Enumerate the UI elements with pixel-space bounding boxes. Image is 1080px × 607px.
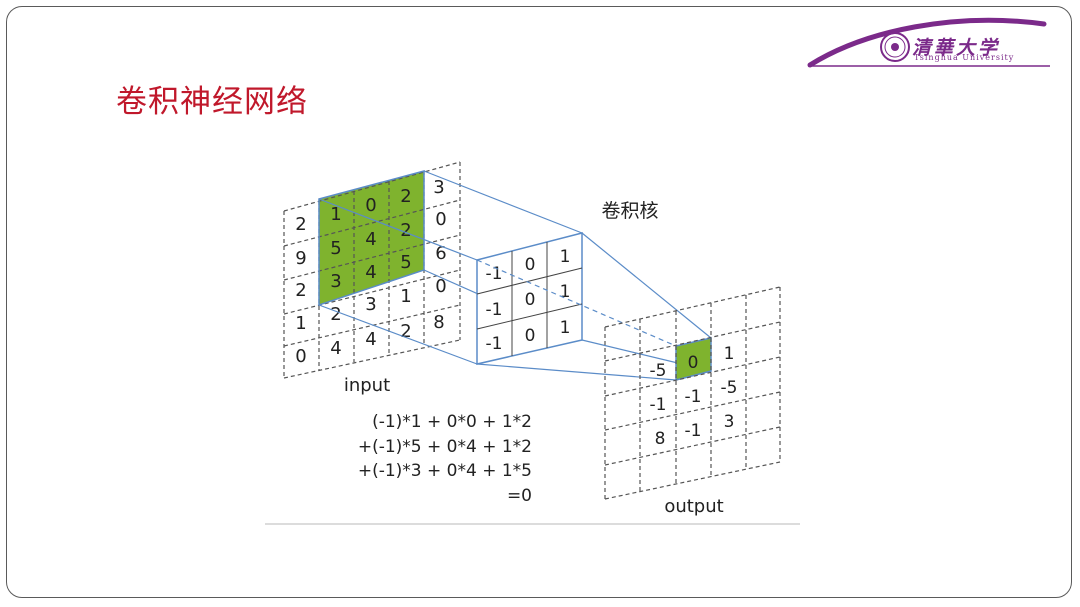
input-cell: 0 bbox=[435, 209, 446, 230]
output-cell: 3 bbox=[724, 412, 735, 432]
kernel-cell: 0 bbox=[525, 255, 536, 275]
input-cell: 5 bbox=[400, 252, 411, 273]
output-cell: 8 bbox=[655, 429, 666, 449]
output-cell: -5 bbox=[650, 361, 667, 381]
logo-chinese-name: 清華大学 bbox=[912, 37, 1001, 59]
kernel-cell: 0 bbox=[525, 290, 536, 310]
formula-line: +(-1)*3 + 0*4 + 1*5 bbox=[357, 461, 532, 481]
input-cell: 1 bbox=[295, 313, 306, 334]
input-cell: 4 bbox=[365, 329, 376, 350]
input-cell: 5 bbox=[330, 238, 341, 259]
kernel-cell: 1 bbox=[560, 282, 571, 302]
logo-english-name: Tsinghua University bbox=[914, 53, 1015, 62]
output-grid: -5 0 1 -1 -1 -5 8 -1 3 output bbox=[604, 286, 781, 517]
input-cell: 1 bbox=[400, 286, 411, 307]
input-grid: 3 2 1 0 2 0 9 5 4 2 6 2 3 4 5 0 1 2 3 1 … bbox=[283, 161, 461, 396]
output-cell: -1 bbox=[650, 395, 667, 415]
input-cell: 3 bbox=[365, 294, 376, 315]
formula-line: (-1)*1 + 0*0 + 1*2 bbox=[372, 412, 532, 432]
kernel-cell: -1 bbox=[486, 264, 503, 284]
input-cell: 0 bbox=[365, 195, 376, 216]
input-cell: 2 bbox=[330, 304, 341, 325]
input-cell: 3 bbox=[330, 271, 341, 292]
input-cell: 3 bbox=[433, 177, 444, 198]
kernel-cell: 0 bbox=[525, 326, 536, 346]
input-cell: 2 bbox=[400, 220, 411, 241]
input-cell: 4 bbox=[365, 229, 376, 250]
output-cell: -5 bbox=[721, 378, 738, 398]
input-cell: 0 bbox=[295, 346, 306, 367]
input-cell: 4 bbox=[365, 262, 376, 283]
input-cell: 2 bbox=[295, 280, 306, 301]
tsinghua-seal-icon bbox=[880, 32, 910, 62]
tsinghua-logo bbox=[807, 17, 1050, 68]
output-cell: -1 bbox=[685, 387, 702, 407]
output-cell: 0 bbox=[688, 353, 699, 373]
kernel-cell: -1 bbox=[486, 300, 503, 320]
input-cell: 4 bbox=[330, 338, 341, 359]
input-cell: 6 bbox=[435, 243, 446, 264]
output-label: output bbox=[664, 496, 723, 517]
input-cell: 2 bbox=[295, 214, 306, 235]
input-cell: 0 bbox=[435, 276, 446, 297]
kernel-cell: -1 bbox=[486, 334, 503, 354]
formula-line: +(-1)*5 + 0*4 + 1*2 bbox=[357, 436, 532, 457]
kernel-label: 卷积核 bbox=[601, 200, 658, 222]
output-cell: 1 bbox=[724, 344, 735, 364]
output-cell: -1 bbox=[685, 421, 702, 441]
kernel-cell: 1 bbox=[560, 247, 571, 267]
input-label: input bbox=[344, 375, 390, 396]
input-cell: 8 bbox=[433, 312, 444, 333]
input-highlight-region bbox=[319, 171, 424, 305]
input-cell: 9 bbox=[295, 248, 306, 269]
kernel-grid: -1 0 1 -1 0 1 -1 0 1 卷积核 bbox=[476, 200, 659, 365]
formula-line: =0 bbox=[506, 485, 532, 506]
input-cell: 1 bbox=[330, 204, 341, 225]
slide-title: 卷积神经网络 bbox=[116, 84, 308, 120]
input-cell: 2 bbox=[400, 186, 411, 207]
convolution-formula: (-1)*1 + 0*0 + 1*2 +(-1)*5 + 0*4 + 1*2 +… bbox=[340, 410, 532, 508]
input-cell: 2 bbox=[400, 321, 411, 342]
kernel-cell: 1 bbox=[560, 318, 571, 338]
